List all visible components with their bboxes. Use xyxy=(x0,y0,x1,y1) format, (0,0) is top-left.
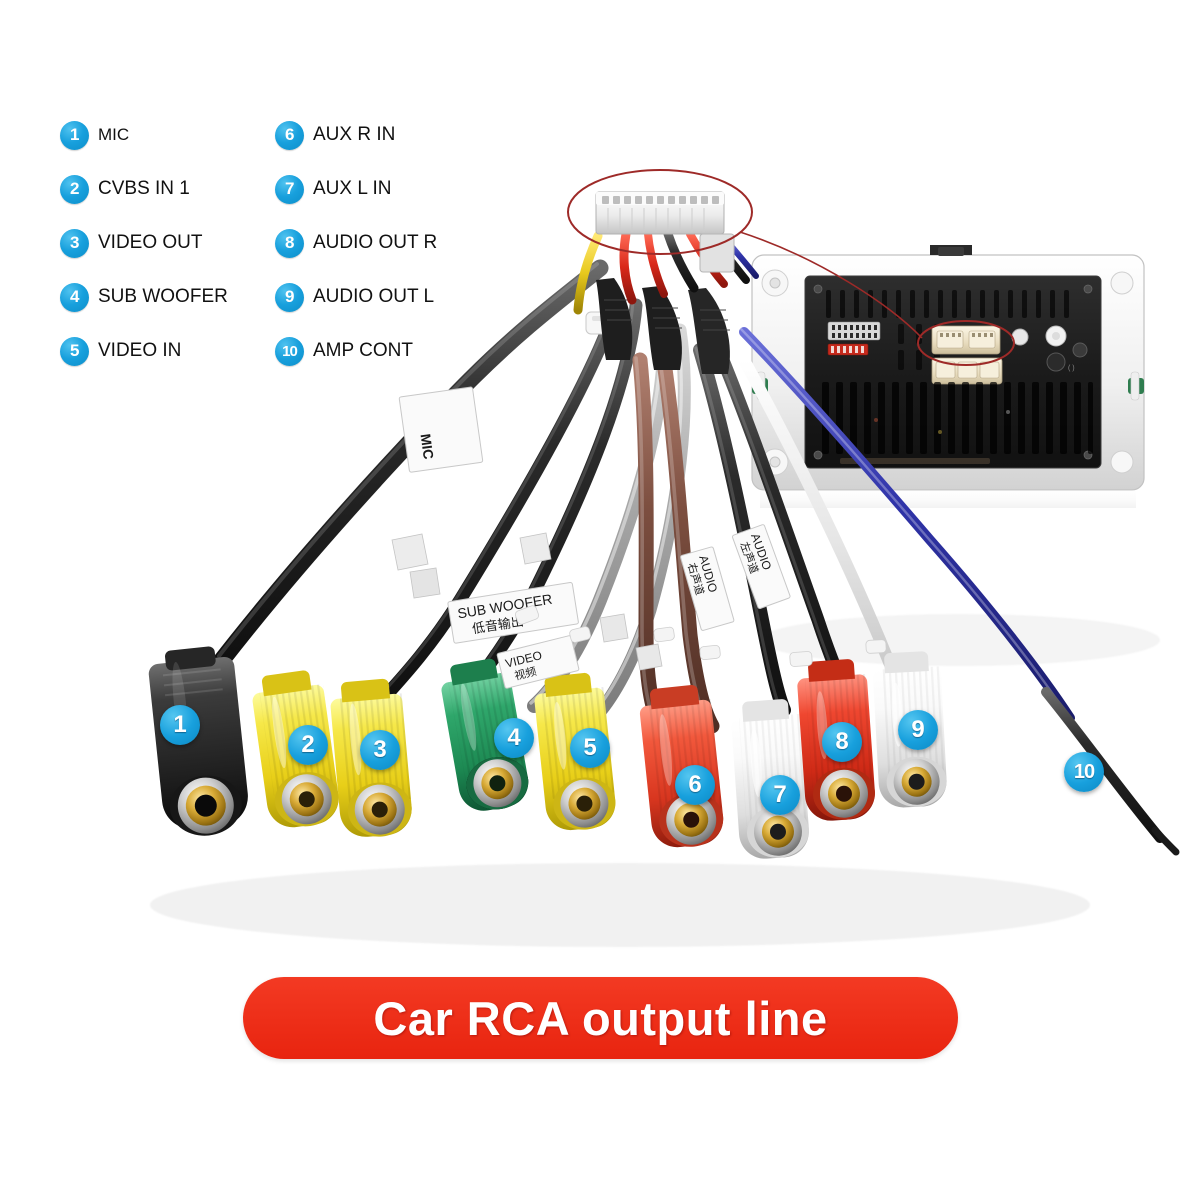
connector-6-aux-r-in xyxy=(639,684,724,848)
legend-badge-5: 5 xyxy=(60,336,89,366)
badge-number: 1 xyxy=(173,711,187,738)
cable-cvbs-in-1 xyxy=(375,293,625,707)
badge-number: 9 xyxy=(285,287,294,306)
connector-badge-1[interactable]: 1 xyxy=(160,705,200,745)
badge-number: 1 xyxy=(70,125,79,144)
svg-text:MIC: MIC xyxy=(417,433,436,461)
legend-badge-4: 4 xyxy=(60,282,89,312)
legend-item-3[interactable]: 3 VIDEO OUT xyxy=(60,216,228,270)
svg-text:( ): ( ) xyxy=(1068,365,1075,372)
harness-plug-highlight xyxy=(567,169,753,255)
badge-number: 8 xyxy=(835,728,849,755)
badge-number: 2 xyxy=(301,731,315,758)
legend-label-9: AUDIO OUT L xyxy=(313,286,435,307)
legend-item-9[interactable]: 9 AUDIO OUT L xyxy=(275,270,437,324)
legend-item-4[interactable]: 4 SUB WOOFER xyxy=(60,270,228,324)
harness-main-plug xyxy=(595,191,735,273)
legend-badge-8: 8 xyxy=(275,228,304,258)
legend-item-5[interactable]: 5 VIDEO IN xyxy=(60,324,228,378)
legend-badge-9: 9 xyxy=(275,282,304,312)
cable-video-in xyxy=(591,323,691,721)
legend-item-2[interactable]: 2 CVBS IN 1 xyxy=(60,162,228,216)
badge-number: 7 xyxy=(285,179,294,198)
legend-label-2: CVBS IN 1 xyxy=(98,178,190,199)
badge-number: 2 xyxy=(70,179,79,198)
connector-badge-4[interactable]: 4 xyxy=(494,718,534,758)
connector-badge-2[interactable]: 2 xyxy=(288,725,328,765)
badge-number: 3 xyxy=(373,736,387,763)
badge-number: 4 xyxy=(507,724,521,751)
product-title-banner: Car RCA output line xyxy=(243,977,958,1059)
heat-shrink-rings xyxy=(514,605,887,667)
cable-amp-cont xyxy=(739,327,1075,723)
badge-number: 9 xyxy=(911,716,925,743)
cable-ferrule-tags xyxy=(391,532,663,671)
legend-badge-2: 2 xyxy=(60,174,89,204)
legend-item-8[interactable]: 8 AUDIO OUT R xyxy=(275,216,437,270)
legend-badge-10: 10 xyxy=(275,336,304,366)
badge-number: 5 xyxy=(583,734,597,761)
legend-column-right: 6 AUX R IN 7 AUX L IN 8 AUDIO OUT R 9 AU… xyxy=(275,108,437,378)
badge-number: 10 xyxy=(282,342,298,360)
connector-badge-5[interactable]: 5 xyxy=(570,728,610,768)
connector-badge-8[interactable]: 8 xyxy=(822,722,862,762)
badge-number: 10 xyxy=(1073,760,1095,783)
iso-socket-upper xyxy=(931,325,1001,355)
badge-number: 5 xyxy=(70,341,79,360)
cable-tag-video: VIDEO 视频 xyxy=(496,635,580,689)
legend-label-8: AUDIO OUT R xyxy=(313,232,438,253)
legend-label-6: AUX R IN xyxy=(313,124,396,145)
legend-item-1[interactable]: 1 MIC xyxy=(60,108,228,162)
badge-number: 7 xyxy=(773,781,787,808)
badge-number: 8 xyxy=(285,233,294,252)
connector-badge-3[interactable]: 3 xyxy=(360,730,400,770)
legend-label-5: VIDEO IN xyxy=(98,340,182,361)
legend-item-6[interactable]: 6 AUX R IN xyxy=(275,108,437,162)
cable-tag-audio-r: AUDIO 右声道 xyxy=(680,546,735,631)
connector-badge-6[interactable]: 6 xyxy=(675,765,715,805)
legend-badge-3: 3 xyxy=(60,228,89,258)
connector-10-amp-cont xyxy=(1151,826,1180,856)
cable-tag-mic: MIC xyxy=(398,386,484,473)
head-unit-rear: ( ) xyxy=(751,245,1145,508)
connector-badge-7[interactable]: 7 xyxy=(760,775,800,815)
connector-badge-10[interactable]: 10 xyxy=(1064,752,1104,792)
legend-badge-1: 1 xyxy=(60,120,89,150)
badge-number: 3 xyxy=(70,233,79,252)
legend-badge-6: 6 xyxy=(275,120,304,150)
connector-badge-9[interactable]: 9 xyxy=(898,710,938,750)
connector-1-mic xyxy=(148,646,248,836)
legend-label-3: VIDEO OUT xyxy=(98,232,203,253)
legend-label-10: AMP CONT xyxy=(313,340,413,361)
badge-number: 6 xyxy=(285,125,294,144)
callout-leader-line xyxy=(739,231,923,339)
head-unit-socket-highlight xyxy=(917,320,1015,366)
legend-item-10[interactable]: 10 AMP CONT xyxy=(275,324,437,378)
legend-column-left: 1 MIC 2 CVBS IN 1 3 VIDEO OUT 4 SUB WOOF… xyxy=(60,108,228,378)
legend-item-7[interactable]: 7 AUX L IN xyxy=(275,162,437,216)
cable-tag-audio-l: AUDIO 左声道 xyxy=(732,524,791,609)
badge-number: 6 xyxy=(688,771,702,798)
badge-number: 4 xyxy=(70,287,79,306)
legend-badge-7: 7 xyxy=(275,174,304,204)
legend-label-4: SUB WOOFER xyxy=(98,286,228,307)
wire-boot-cluster xyxy=(596,278,730,374)
product-title-text: Car RCA output line xyxy=(373,991,828,1045)
legend-label-1: MIC xyxy=(98,125,130,144)
pin-header-block xyxy=(827,321,881,356)
legend-label-7: AUX L IN xyxy=(313,178,392,199)
